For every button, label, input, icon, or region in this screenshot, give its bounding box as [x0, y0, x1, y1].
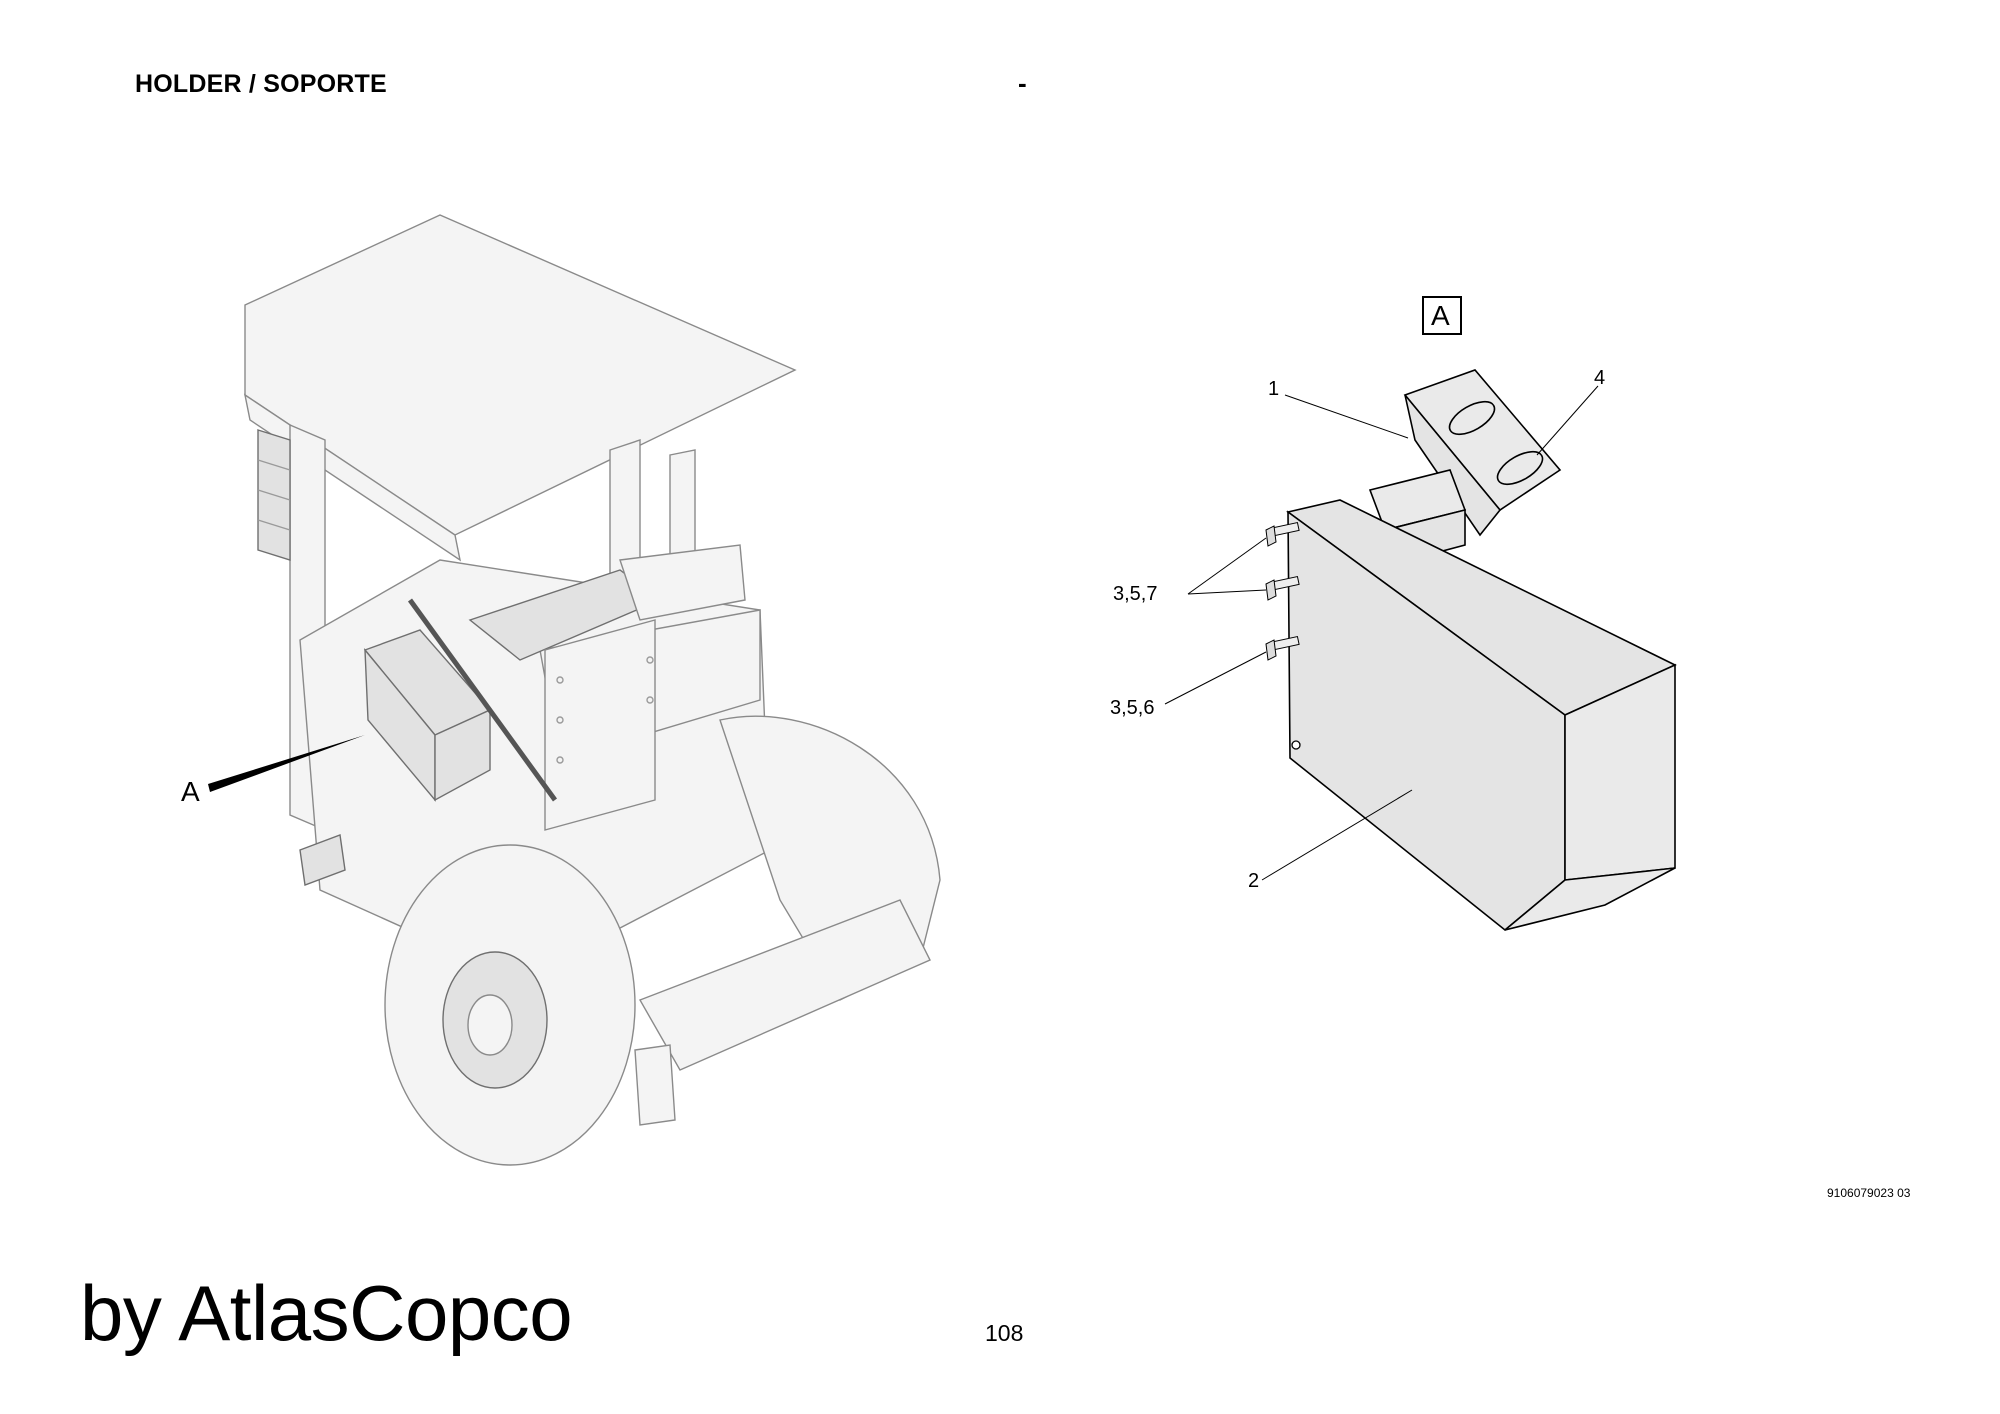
engine-bracket	[619, 544, 746, 621]
leader-1	[1284, 394, 1409, 439]
view-label-frame	[1422, 296, 1462, 335]
document-number: 9106079023 03	[1827, 1186, 1911, 1200]
watermark-text: by AtlasCopco	[80, 1269, 573, 1357]
rear-light	[634, 1044, 676, 1126]
canopy-roof	[244, 214, 797, 536]
detail-view-drawing	[1164, 296, 1677, 932]
callout-1: 1	[1268, 378, 1280, 400]
callout-3-5-6: 3,5,6	[1110, 697, 1155, 719]
tank-side	[434, 708, 491, 802]
steering-column	[407, 598, 558, 802]
rear-bumper	[638, 899, 931, 1071]
clamp-lower	[1496, 450, 1544, 486]
page-number: 108	[985, 1320, 1024, 1346]
bolt-lower	[1265, 636, 1300, 661]
holder-side	[1404, 394, 1502, 537]
callout-4: 4	[1594, 367, 1606, 389]
side-panel	[544, 619, 656, 831]
page-title: HOLDER / SOPORTE	[135, 70, 387, 98]
leader-357-lower	[1187, 589, 1267, 595]
leader-357-upper	[1187, 537, 1267, 595]
bolt-middle	[1265, 576, 1300, 601]
title-separator: -	[1018, 68, 1027, 98]
callout-pointer-a	[208, 735, 365, 792]
clamp-upper	[1448, 400, 1496, 436]
step	[299, 834, 346, 886]
detail-view-label: A	[1431, 300, 1450, 331]
bolt-upper	[1265, 522, 1300, 547]
callout-3-5-7: 3,5,7	[1113, 583, 1158, 605]
box-bottom	[1504, 867, 1676, 931]
callout-a-overview: A	[181, 776, 200, 807]
leader-2	[1261, 789, 1413, 881]
machine-overview-drawing	[208, 214, 941, 1166]
wheel-hub	[467, 994, 513, 1056]
leader-356	[1164, 651, 1267, 705]
leader-4	[1536, 385, 1599, 456]
callout-2: 2	[1248, 870, 1260, 892]
